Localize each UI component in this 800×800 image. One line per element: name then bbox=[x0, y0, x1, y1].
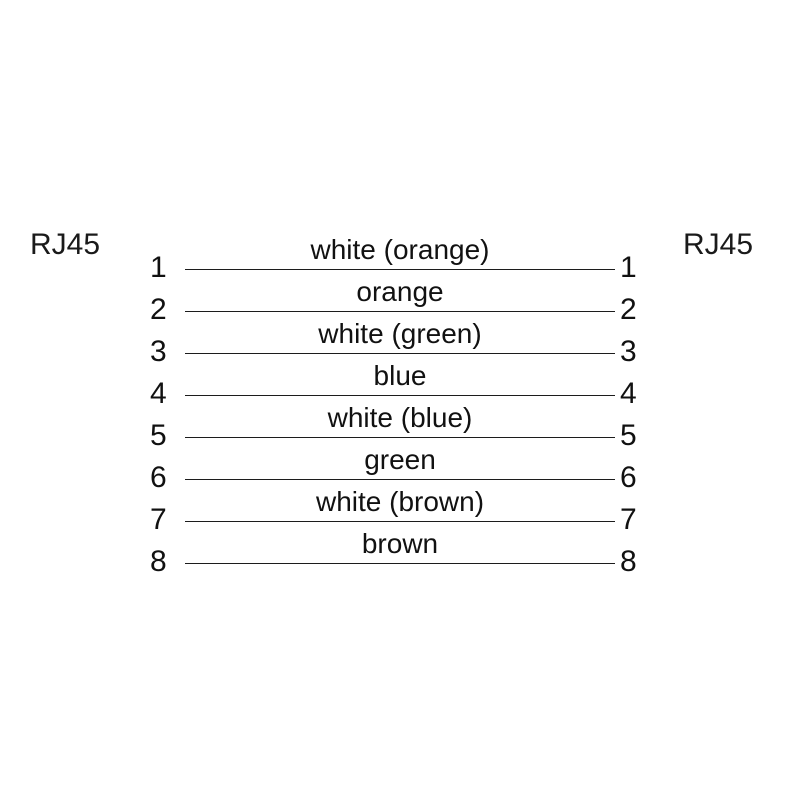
pin-number-left: 1 bbox=[150, 250, 167, 284]
wire-color-label: blue bbox=[373, 359, 427, 391]
pin-number-right: 6 bbox=[620, 461, 637, 494]
wire-line bbox=[185, 310, 615, 312]
wire-line bbox=[185, 479, 615, 480]
wire-line bbox=[185, 352, 615, 354]
pin-number-right: 2 bbox=[620, 292, 637, 326]
wire-line bbox=[185, 268, 615, 270]
connector-label-left: RJ45 bbox=[30, 228, 101, 261]
connector-label-right: RJ45 bbox=[683, 228, 754, 261]
wire-line bbox=[185, 436, 615, 438]
pin-number-left: 4 bbox=[150, 376, 167, 410]
wire-color-label: white (brown) bbox=[315, 486, 485, 518]
wire-color-label: white (blue) bbox=[327, 401, 473, 433]
pin-number-left: 8 bbox=[150, 545, 167, 579]
wire-color-label: brown bbox=[361, 528, 439, 560]
pin-number-right: 4 bbox=[620, 376, 637, 410]
pin-number-left: 7 bbox=[150, 503, 167, 537]
wire-color-label: white (green) bbox=[318, 317, 482, 349]
wire-color-label: orange bbox=[356, 275, 444, 307]
pin-number-right: 1 bbox=[620, 250, 637, 284]
wire-color-label: white (orange) bbox=[310, 233, 490, 265]
pin-number-left: 2 bbox=[150, 292, 167, 326]
pin-number-right: 3 bbox=[620, 334, 637, 368]
pin-number-right: 7 bbox=[620, 503, 637, 537]
pin-number-left: 6 bbox=[150, 461, 167, 494]
wire-line bbox=[185, 563, 615, 565]
pin-number-right: 8 bbox=[620, 545, 637, 579]
wire-line bbox=[185, 521, 615, 523]
pin-number-left: 3 bbox=[150, 334, 167, 368]
wire-line bbox=[185, 394, 615, 396]
wire-color-label: green bbox=[364, 444, 436, 475]
pin-number-right: 5 bbox=[620, 418, 637, 452]
pin-number-left: 5 bbox=[150, 418, 167, 452]
